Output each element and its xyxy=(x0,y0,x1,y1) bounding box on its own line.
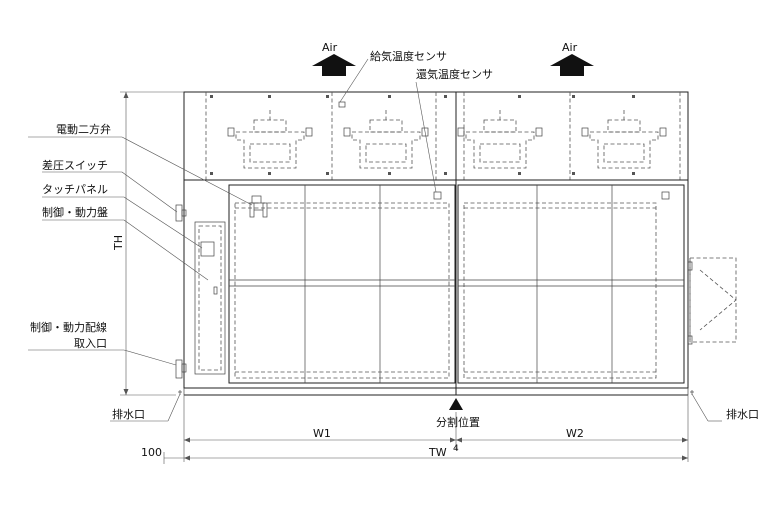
supply-sensor-label: 給気温度センサ xyxy=(370,49,447,63)
diff-pressure-switch-label: 差圧スイッチ xyxy=(42,158,108,172)
return-sensor-label: 還気温度センサ xyxy=(416,67,493,81)
diff-pressure-stub xyxy=(181,209,187,217)
control-panel-inner xyxy=(198,225,222,371)
return-sensor-box-left xyxy=(433,191,442,200)
fan-units xyxy=(227,110,667,169)
dimension-lines xyxy=(120,91,689,464)
two-way-valve-label: 電動二方弁 xyxy=(56,122,111,136)
drain-left-label: 排水口 xyxy=(112,407,145,421)
wiring-inlet-fitting xyxy=(175,359,183,379)
coil-dashed-left xyxy=(234,202,450,379)
upper-panel-dividers xyxy=(205,92,681,180)
return-sensor-box-right xyxy=(661,191,670,200)
offset-dim-label: 100 xyxy=(141,446,162,459)
air-arrow-right xyxy=(550,54,594,76)
coil-frame-left xyxy=(228,184,456,384)
control-panel-label: 制御・動力盤 xyxy=(42,205,108,219)
fan-unit xyxy=(227,110,313,169)
coil-frame-right xyxy=(457,184,685,384)
wiring-inlet-label-2: 取入口 xyxy=(74,337,107,350)
leader-lines xyxy=(28,58,722,422)
air-label-left: Air xyxy=(322,41,338,54)
touch-panel-box xyxy=(200,241,215,257)
right-duct-connection xyxy=(688,257,737,345)
coil-panels-left xyxy=(229,185,455,383)
control-panel-box xyxy=(194,221,226,375)
split-position-label: 分割位置 xyxy=(436,415,480,429)
touch-panel-label: タッチパネル xyxy=(42,183,108,196)
supply-sensor-box xyxy=(338,101,346,108)
drain-marks xyxy=(178,390,694,395)
coil-dashed-right xyxy=(463,202,657,379)
tw-dim-label: TW xyxy=(428,446,447,459)
upper-bolts xyxy=(210,95,635,175)
fan-unit xyxy=(581,110,667,169)
wiring-inlet-stub xyxy=(181,363,187,373)
air-label-right: Air xyxy=(562,41,578,54)
w2-dim-label: W2 xyxy=(566,427,584,440)
dimension-arrowheads xyxy=(123,92,688,461)
split-mark-label: 4 xyxy=(453,444,459,454)
drain-right-label: 排水口 xyxy=(726,407,759,421)
height-dim-label: TH xyxy=(112,235,125,251)
panel-handle xyxy=(213,286,218,295)
two-way-valve-symbol xyxy=(249,195,268,218)
split-arrow xyxy=(449,398,463,410)
diff-pressure-fitting xyxy=(175,204,183,222)
air-arrow-left xyxy=(312,54,356,76)
fan-unit xyxy=(343,110,429,169)
lower-casing xyxy=(183,179,689,389)
fan-unit xyxy=(457,110,543,169)
w1-dim-label: W1 xyxy=(313,427,331,440)
coil-panels-right xyxy=(458,185,684,383)
wiring-inlet-label-1: 制御・動力配線 xyxy=(30,320,107,334)
